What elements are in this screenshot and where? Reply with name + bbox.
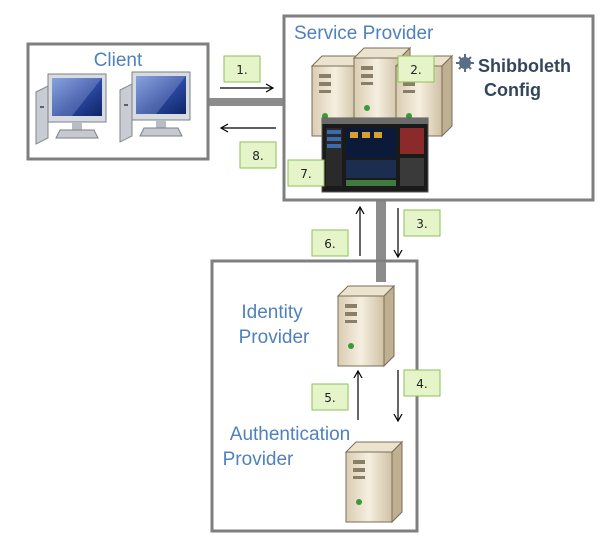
step-badge-8 xyxy=(239,141,277,169)
step-label-7: 7. xyxy=(300,167,311,181)
idp-server-icon xyxy=(337,285,395,367)
step-label-4: 4. xyxy=(416,377,427,391)
step-badge-3 xyxy=(403,209,441,237)
shibboleth-label-line2: Config xyxy=(484,80,541,100)
step-badge-1 xyxy=(223,55,261,83)
step-badge-6 xyxy=(311,229,349,257)
shibboleth-gear-icon xyxy=(456,54,474,72)
arrow-4-head xyxy=(393,413,403,423)
flow-arrows xyxy=(219,83,403,423)
step-badge-2 xyxy=(397,55,435,83)
authp-label-line2: Provider xyxy=(223,449,294,470)
step-label-3: 3. xyxy=(416,217,427,231)
step-badge-7 xyxy=(287,159,325,187)
step-label-2: 2. xyxy=(410,63,421,77)
idp-label-line1: Identity xyxy=(241,302,303,323)
step-label-8: 8. xyxy=(252,149,263,163)
arrow-6-head xyxy=(355,205,365,215)
step-badge-5 xyxy=(311,383,349,411)
authp-server-icon xyxy=(345,441,403,523)
authp-label-line1: Authentication xyxy=(230,424,350,445)
arrow-8-head xyxy=(219,123,229,133)
step-label-6: 6. xyxy=(324,237,335,251)
step-label-1: 1. xyxy=(236,63,247,77)
client-sp-connector xyxy=(206,98,288,106)
application-window-icon xyxy=(321,117,429,193)
step-badge-4 xyxy=(403,369,441,397)
shibboleth-label-line1: Shibboleth xyxy=(478,56,571,76)
idp-label-line2: Provider xyxy=(239,327,310,348)
arrow-1-head xyxy=(265,83,275,93)
step-label-5: 5. xyxy=(324,391,335,405)
sp-idp-connector xyxy=(376,188,386,278)
client-label: Client xyxy=(94,50,143,71)
service-provider-label: Service Provider xyxy=(294,23,434,44)
step-badges: 1. 2. 3. 4. 5. 6. 7. 8. xyxy=(223,55,441,411)
arrow-3-head xyxy=(393,249,403,259)
arrow-5-head xyxy=(353,369,363,379)
idp-connector-inner xyxy=(376,262,386,282)
